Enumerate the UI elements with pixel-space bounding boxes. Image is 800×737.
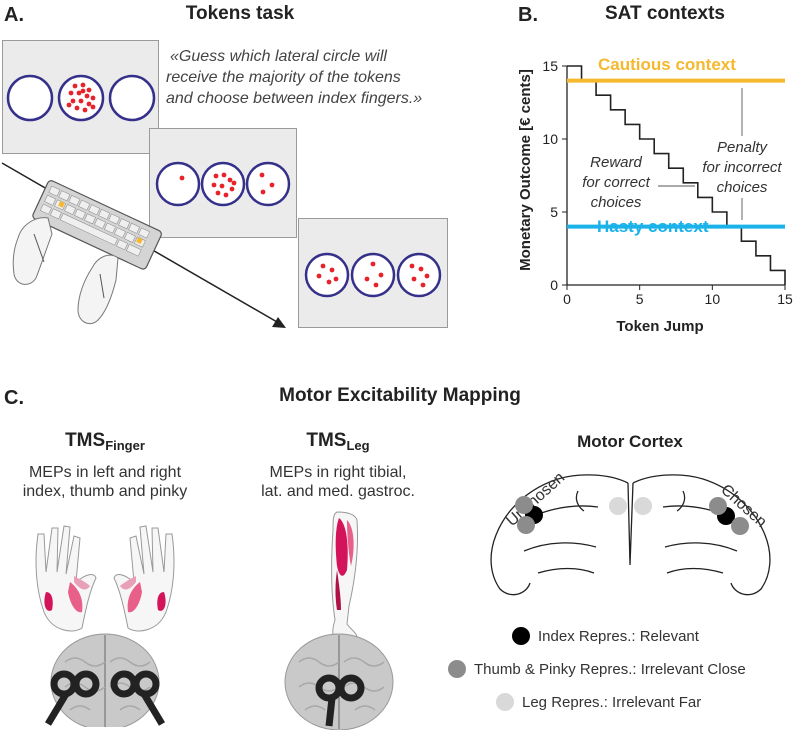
x-tick-label: 5 [636,291,644,307]
motor-cortex-diagram: Unchosen Chosen [490,469,771,596]
trial-card-3 [298,218,448,328]
tms-finger-title-main: TMS [65,430,106,451]
reward-annotation: Reward for correct choices [582,154,650,211]
penalty-annotation: Penalty for incorrect choices [702,139,782,196]
cortex-outline [490,474,771,596]
x-tick-label: 0 [563,291,571,307]
chosen-pinky-dot [709,497,727,515]
legend-item: Thumb & Pinky Repres.: Irrelevant Close [448,660,746,679]
task-instruction-quote: «Guess which lateral circle will receive… [166,46,466,109]
y-tick-label: 0 [550,277,558,293]
sat-chart: 0 5 10 15 0 5 10 15 Token Jump Monetary Outcome… [517,55,793,335]
tms-coils-finger-icon [44,670,166,726]
tms-leg-title-main: TMS [306,430,347,451]
chart-axes [566,66,785,286]
tms-finger-title-sub: Finger [105,438,145,453]
quote-line: and choose between index fingers.» [166,90,423,107]
cautious-context-label: Cautious context [598,55,736,74]
desc-line: MEPs in left and right [28,464,182,481]
time-arrow-and-keyboard [1,162,286,328]
keyboard-icon [32,180,162,270]
desc-line: index, thumb and pinky [22,483,188,500]
token-dots [316,261,430,288]
penalty-line: choices [717,179,768,196]
y-tick-label: 5 [550,204,558,220]
lateral-circle-right [396,252,442,298]
x-tick-label: 15 [777,291,793,307]
y-tick-label: 10 [542,131,558,147]
lateral-circle-left [155,161,201,207]
chosen-thumb-dot [731,517,749,535]
tms-coil-leg-icon [315,674,365,727]
x-axis-label: Token Jump [616,318,703,335]
y-axis-label: Monetary Outcome [€ cents] [517,69,534,271]
lateral-circle-left [6,74,54,122]
legend-swatch-index [512,627,530,645]
desc-line: MEPs in right tibial, [269,464,407,481]
reward-staircase-line [567,65,786,285]
reward-line: choices [591,194,642,211]
right-hand-muscles-icon [113,525,175,632]
unchosen-thumb-dot [517,516,535,534]
panel-c-label: C. [4,387,24,409]
tms-finger-description: MEPs in left and right index, thumb and … [0,463,210,501]
left-hand-icon [12,217,53,285]
tms-leg-title: TMSLeg [268,430,408,453]
panel-a-title: Tokens task [185,3,295,24]
trial-card-1 [2,40,159,154]
reward-line: Reward [590,154,642,171]
tms-finger-title: TMSFinger [20,430,190,453]
trial-card-3-circles [304,252,442,298]
right-hand-icon [77,254,119,325]
token-dots [179,172,275,198]
trial-card-1-circles [6,74,156,122]
lateral-circle-right [245,161,291,207]
right-leg-dot [634,497,652,515]
finger-illustration [35,525,175,727]
panel-b-title: SAT contexts [604,3,725,24]
unchosen-pinky-dot [515,496,533,514]
quote-line: «Guess which lateral circle will [170,48,387,65]
legend-swatch-leg [496,693,514,711]
central-circle [57,74,105,122]
panel-b-label: B. [518,4,538,26]
desc-line: lat. and med. gastroc. [261,483,415,500]
leg-illustration [284,511,394,730]
panel-c-title: Motor Excitability Mapping [279,385,521,406]
quote-line: receive the majority of the tokens [166,69,401,86]
lateral-circle-left [304,252,350,298]
legend-item: Leg Repres.: Irrelevant Far [496,693,701,712]
leg-muscles-icon [331,511,359,641]
panel-a-label: A. [4,4,24,26]
y-tick-label: 15 [542,58,558,74]
trial-card-2 [149,128,297,238]
trial-card-2-circles [155,161,291,207]
central-circle [350,252,396,298]
legend-label: Index Repres.: Relevant [538,628,699,645]
legend-swatch-thumb-pinky [448,660,466,678]
chart-series [567,65,786,285]
penalty-line: for incorrect [702,159,782,176]
token-dots [66,82,96,113]
brain-top-view-icon [50,633,160,727]
arrow-head-icon [272,317,286,328]
tms-leg-title-sub: Leg [346,438,370,453]
penalty-line: Penalty [717,139,769,156]
lateral-circle-right [108,74,156,122]
motor-cortex-title: Motor Cortex [577,432,683,451]
left-hand-muscles-icon [35,525,97,632]
reward-line: for correct [582,174,650,191]
chart-ticks: 0 5 10 15 0 5 10 15 [542,58,793,307]
legend-item: Index Repres.: Relevant [512,627,699,646]
x-tick-label: 10 [705,291,721,307]
hasty-context-label: Hasty context [597,217,709,236]
legend-label: Leg Repres.: Irrelevant Far [522,694,702,711]
left-leg-dot [609,497,627,515]
legend-label: Thumb & Pinky Repres.: Irrelevant Close [474,661,746,678]
tms-leg-description: MEPs in right tibial, lat. and med. gast… [236,463,440,501]
